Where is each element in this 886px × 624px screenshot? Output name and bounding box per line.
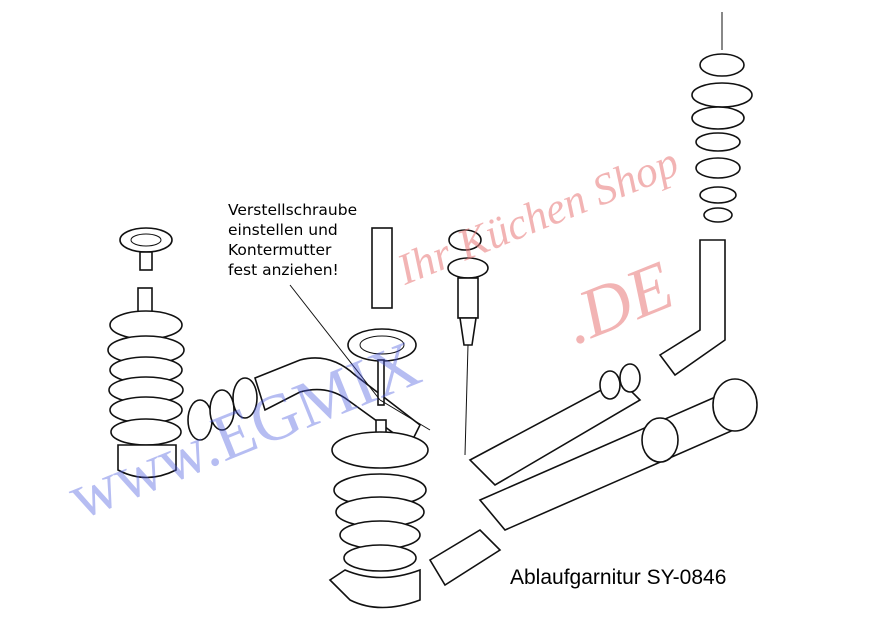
note-line: Verstellschraube [228, 201, 358, 219]
note-line: Kontermutter [228, 241, 332, 259]
left-strainer-assembly [107, 227, 185, 479]
watermark-tld: .DE [552, 247, 684, 360]
center-strainer-assembly [328, 227, 429, 609]
leader-line [289, 284, 381, 401]
diagram-caption: Ablaufgarnitur SY-0846 [510, 566, 727, 589]
right-strainer-assembly [691, 12, 753, 223]
note-line: fest anziehen! [228, 261, 339, 279]
note-line: einstellen und [228, 221, 338, 239]
overflow-knob-assembly [447, 229, 489, 456]
right-pipes [428, 239, 758, 587]
